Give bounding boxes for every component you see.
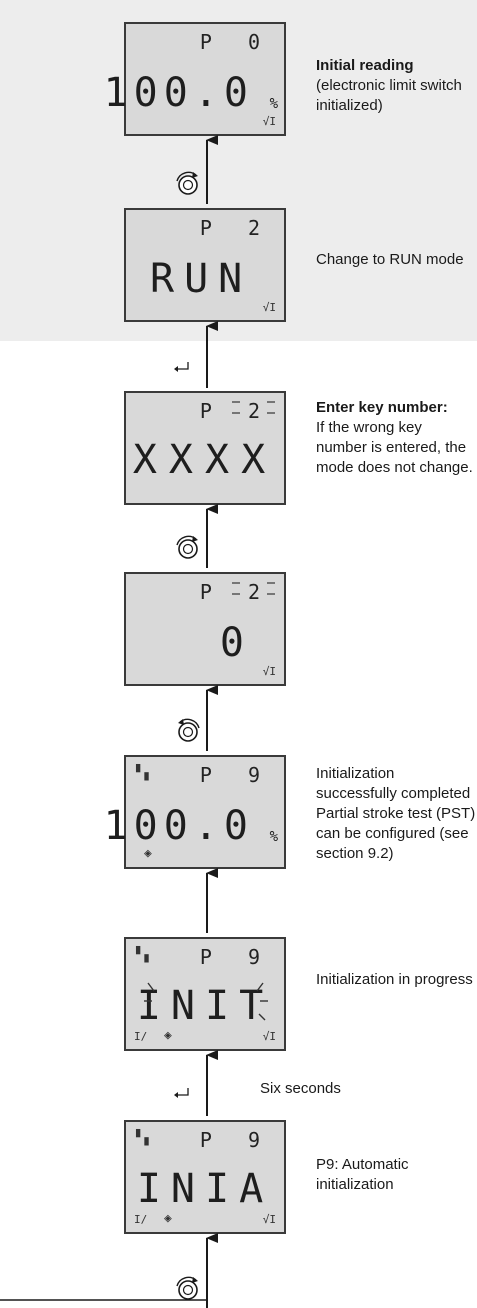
- turn-counterclockwise-icon: [178, 718, 200, 742]
- unit-label: %: [269, 96, 278, 112]
- turn-clockwise-icon: [176, 171, 198, 195]
- enter-icon: [174, 1088, 189, 1098]
- turn-clockwise-icon: [176, 1276, 198, 1300]
- blink-marks-p2: [232, 401, 275, 595]
- enter-icon: [174, 362, 189, 372]
- lcd-screen-initial-reading: P 0 100.0 % √I: [104, 22, 286, 136]
- diamond-arrow-icon: ◈: [164, 1211, 172, 1226]
- diamond-arrow-icon: ◈: [144, 846, 152, 861]
- description-text: P9: Automatic initialization: [316, 1156, 409, 1193]
- parameter-code: P 9: [199, 1128, 272, 1152]
- unit-label: %: [269, 829, 278, 845]
- tag-mark-icon: ▘▖: [136, 947, 153, 963]
- description-text: Change to RUN mode: [316, 251, 464, 268]
- description-text: (electronic limit switch initialized): [316, 77, 462, 114]
- parameter-code: P 9: [199, 763, 272, 787]
- limit-switch-icon: √I: [262, 115, 276, 128]
- parameter-code: P 9: [199, 945, 272, 969]
- display-value: RUN: [150, 256, 253, 302]
- six-seconds-label: Six seconds: [260, 1080, 341, 1097]
- description-key-number: Enter key number: If the wrong key numbe…: [316, 398, 476, 478]
- display-value: 100.0: [103, 803, 254, 849]
- manual-icon: I/: [134, 1030, 148, 1043]
- lcd-screen-key-number: P 2 XXXX: [124, 391, 286, 505]
- parameter-code: P 2: [199, 580, 272, 604]
- description-initial-reading: Initial reading (electronic limit switch…: [316, 56, 476, 116]
- tag-mark-icon: ▘▖: [136, 765, 153, 781]
- limit-switch-icon: √I: [262, 1213, 276, 1226]
- lcd-screen-inia: P 9 ▘▖ INIA I/ ◈ √I: [124, 1120, 286, 1234]
- description-text: If the wrong key number is entered, the …: [316, 419, 473, 476]
- description-text: Initialization successfully completed Pa…: [316, 765, 476, 862]
- lcd-screen-init-progress: P 9 ▘▖ INIT I/ ◈ √I: [124, 937, 286, 1051]
- display-value: INIT: [136, 983, 274, 1029]
- display-value: XXXX: [132, 437, 278, 483]
- description-init-progress: Initialization in progress: [316, 970, 476, 990]
- blink-marks: [144, 982, 268, 1021]
- description-text: Initialization in progress: [316, 971, 473, 988]
- description-title: Enter key number:: [316, 399, 448, 416]
- limit-switch-icon: √I: [262, 665, 276, 678]
- turn-clockwise-icon: [176, 535, 198, 559]
- lcd-screen-zero: P 2 0 √I: [124, 572, 286, 686]
- parameter-code: P 2: [199, 216, 272, 240]
- lcd-screen-run: P 2 RUN √I: [124, 208, 286, 322]
- lcd-screen-init-complete: P 9 ▘▖ 100.0 % ◈: [104, 755, 286, 869]
- display-value: 0: [219, 620, 250, 666]
- limit-switch-icon: √I: [262, 301, 276, 314]
- description-change-run: Change to RUN mode: [316, 250, 476, 270]
- manual-icon: I/: [134, 1213, 148, 1226]
- description-inia: P9: Automatic initialization: [316, 1155, 476, 1195]
- diamond-arrow-icon: ◈: [164, 1028, 172, 1043]
- parameter-code: P 0: [199, 30, 272, 54]
- description-title: Initial reading: [316, 57, 414, 74]
- tag-mark-icon: ▘▖: [136, 1130, 153, 1146]
- limit-switch-icon: √I: [262, 1030, 276, 1043]
- display-value: INIA: [136, 1166, 274, 1212]
- parameter-code: P 2: [199, 399, 272, 423]
- description-init-complete: Initialization successfully completed Pa…: [316, 764, 476, 864]
- display-value: 100.0: [103, 70, 254, 116]
